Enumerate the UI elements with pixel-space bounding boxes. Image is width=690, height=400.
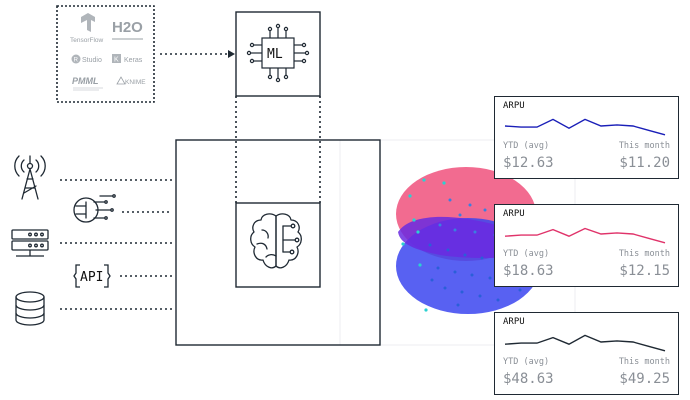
data-point xyxy=(463,253,467,257)
brain-icon xyxy=(250,213,302,269)
svg-text:R: R xyxy=(74,58,79,64)
data-point xyxy=(416,230,420,234)
ytd-label: YTD (avg) xyxy=(503,141,550,151)
arpu-card-3: ARPU YTD (avg) This month $48.63 $49.25 xyxy=(494,312,679,395)
ml-model-box: ML xyxy=(235,11,321,97)
ytd-value: $18.63 xyxy=(503,263,554,279)
data-point xyxy=(496,298,500,302)
data-stream-icon xyxy=(73,194,116,223)
card-title: ARPU xyxy=(503,101,525,111)
cell-tower-icon xyxy=(14,155,46,200)
api-label: API xyxy=(80,270,103,285)
keras-logo: K Keras xyxy=(112,54,143,64)
month-label: This month xyxy=(618,141,670,151)
platform-box xyxy=(175,139,381,346)
data-point xyxy=(460,290,464,294)
server-icon xyxy=(11,229,49,257)
sparkline xyxy=(504,334,666,352)
keras-label: Keras xyxy=(124,57,143,64)
data-point xyxy=(480,256,484,260)
card-title: ARPU xyxy=(503,317,525,327)
arpu-card-2: ARPU YTD (avg) This month $18.63 $12.15 xyxy=(494,204,679,287)
sparkline xyxy=(504,227,666,244)
data-point xyxy=(453,228,457,232)
api-icon: API xyxy=(73,264,111,288)
ytd-label: YTD (avg) xyxy=(503,249,550,259)
h2o-logo: H2O xyxy=(112,19,143,40)
h2o-label: H2O xyxy=(112,19,143,36)
rstudio-logo: R Studio xyxy=(71,54,102,64)
card-title: ARPU xyxy=(503,209,525,219)
pmml-logo: PMML xyxy=(72,76,103,91)
arpu-trend-line-1 xyxy=(504,118,666,136)
data-point xyxy=(453,270,457,274)
data-point xyxy=(436,266,440,270)
data-point xyxy=(446,248,450,252)
data-point xyxy=(458,213,462,217)
data-point xyxy=(430,278,434,282)
input-connectors xyxy=(60,179,172,310)
data-point xyxy=(424,308,428,312)
arpu-trend-line-3 xyxy=(504,334,666,352)
data-point xyxy=(478,294,482,298)
data-point xyxy=(412,218,416,222)
month-label: This month xyxy=(618,249,670,259)
data-point xyxy=(448,198,452,202)
rstudio-label: Studio xyxy=(82,57,102,64)
month-value: $12.15 xyxy=(619,263,670,279)
database-icon xyxy=(15,291,45,326)
data-point xyxy=(456,303,460,307)
data-point xyxy=(473,230,477,234)
month-label: This month xyxy=(618,357,670,367)
data-point xyxy=(418,263,422,267)
ml-chip-icon xyxy=(246,23,310,83)
data-point xyxy=(488,276,492,280)
data-point xyxy=(470,273,474,277)
ml-libraries-panel: TensorFlow H2O R Studio K Keras PMML KNI… xyxy=(56,5,155,103)
month-value: $49.25 xyxy=(619,371,670,387)
data-point xyxy=(438,223,442,227)
brain-model-box xyxy=(235,202,321,288)
arpu-card-1: ARPU YTD (avg) This month $12.63 $11.20 xyxy=(494,96,679,179)
tensorflow-logo: TensorFlow xyxy=(70,13,104,44)
ytd-label: YTD (avg) xyxy=(503,357,550,367)
ytd-value: $48.63 xyxy=(503,371,554,387)
data-point xyxy=(442,181,446,185)
sparkline xyxy=(504,118,666,136)
knime-logo: KNIME xyxy=(116,76,146,86)
arpu-trend-line-2 xyxy=(504,227,666,244)
data-point xyxy=(518,288,522,292)
knime-label: KNIME xyxy=(125,79,146,86)
arrowhead-icon xyxy=(228,50,235,58)
ytd-value: $12.63 xyxy=(503,155,554,171)
pmml-label: PMML xyxy=(72,76,99,86)
ml-chip-label: ML xyxy=(267,47,283,62)
month-value: $11.20 xyxy=(619,155,670,171)
data-point xyxy=(428,243,432,247)
data-point xyxy=(408,194,412,198)
data-point xyxy=(401,242,405,246)
data-point xyxy=(468,203,472,207)
tensorflow-label: TensorFlow xyxy=(70,37,104,44)
svg-text:K: K xyxy=(114,57,119,64)
data-point xyxy=(422,178,426,182)
data-point xyxy=(443,286,447,290)
data-point xyxy=(483,208,487,212)
